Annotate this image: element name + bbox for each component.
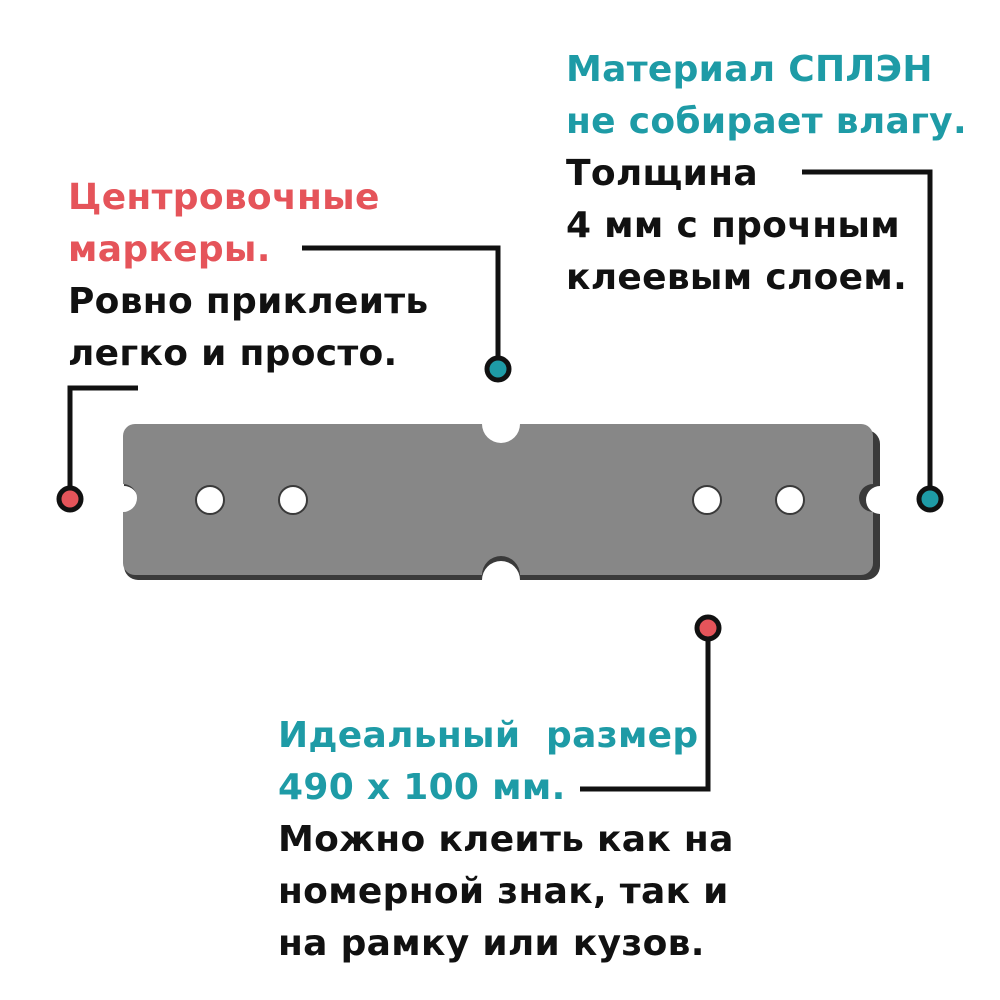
callout-body: Толщина [566, 153, 758, 194]
marker-dot-teal [484, 355, 512, 383]
callout-heading: не собирает влагу. [566, 101, 967, 142]
callout-heading: 490 х 100 мм. [278, 767, 566, 808]
mounting-hole [278, 485, 308, 515]
mounting-hole [692, 485, 722, 515]
marker-dot-teal [916, 485, 944, 513]
leader-line-size [580, 640, 711, 792]
callout-centering-markers: Центровочные маркеры. Ровно приклеить ле… [68, 172, 428, 380]
leader-line-material [802, 169, 933, 486]
mounting-hole [195, 485, 225, 515]
leader-line-left-edge [67, 385, 138, 486]
callout-body: Можно клеить как на [278, 819, 734, 860]
mounting-plate [123, 424, 873, 575]
leader-line-centering [302, 245, 501, 356]
callout-body: номерной знак, так и [278, 871, 729, 912]
callout-size: Идеальный размер 490 х 100 мм. Можно кле… [278, 710, 734, 970]
callout-material: Материал СПЛЭН не собирает влагу. Толщин… [566, 44, 967, 304]
callout-heading: Центровочные [68, 177, 380, 218]
callout-body: легко и просто. [68, 333, 398, 374]
marker-dot-red [56, 485, 84, 513]
callout-body: клеевым слоем. [566, 257, 908, 298]
callout-body: Ровно приклеить [68, 281, 429, 322]
callout-body: на рамку или кузов. [278, 923, 705, 964]
marker-dot-red [694, 614, 722, 642]
callout-heading: Идеальный размер [278, 715, 699, 756]
mounting-hole [775, 485, 805, 515]
callout-heading: Материал СПЛЭН [566, 49, 933, 90]
callout-body: 4 мм с прочным [566, 205, 900, 246]
callout-heading: маркеры. [68, 229, 271, 270]
